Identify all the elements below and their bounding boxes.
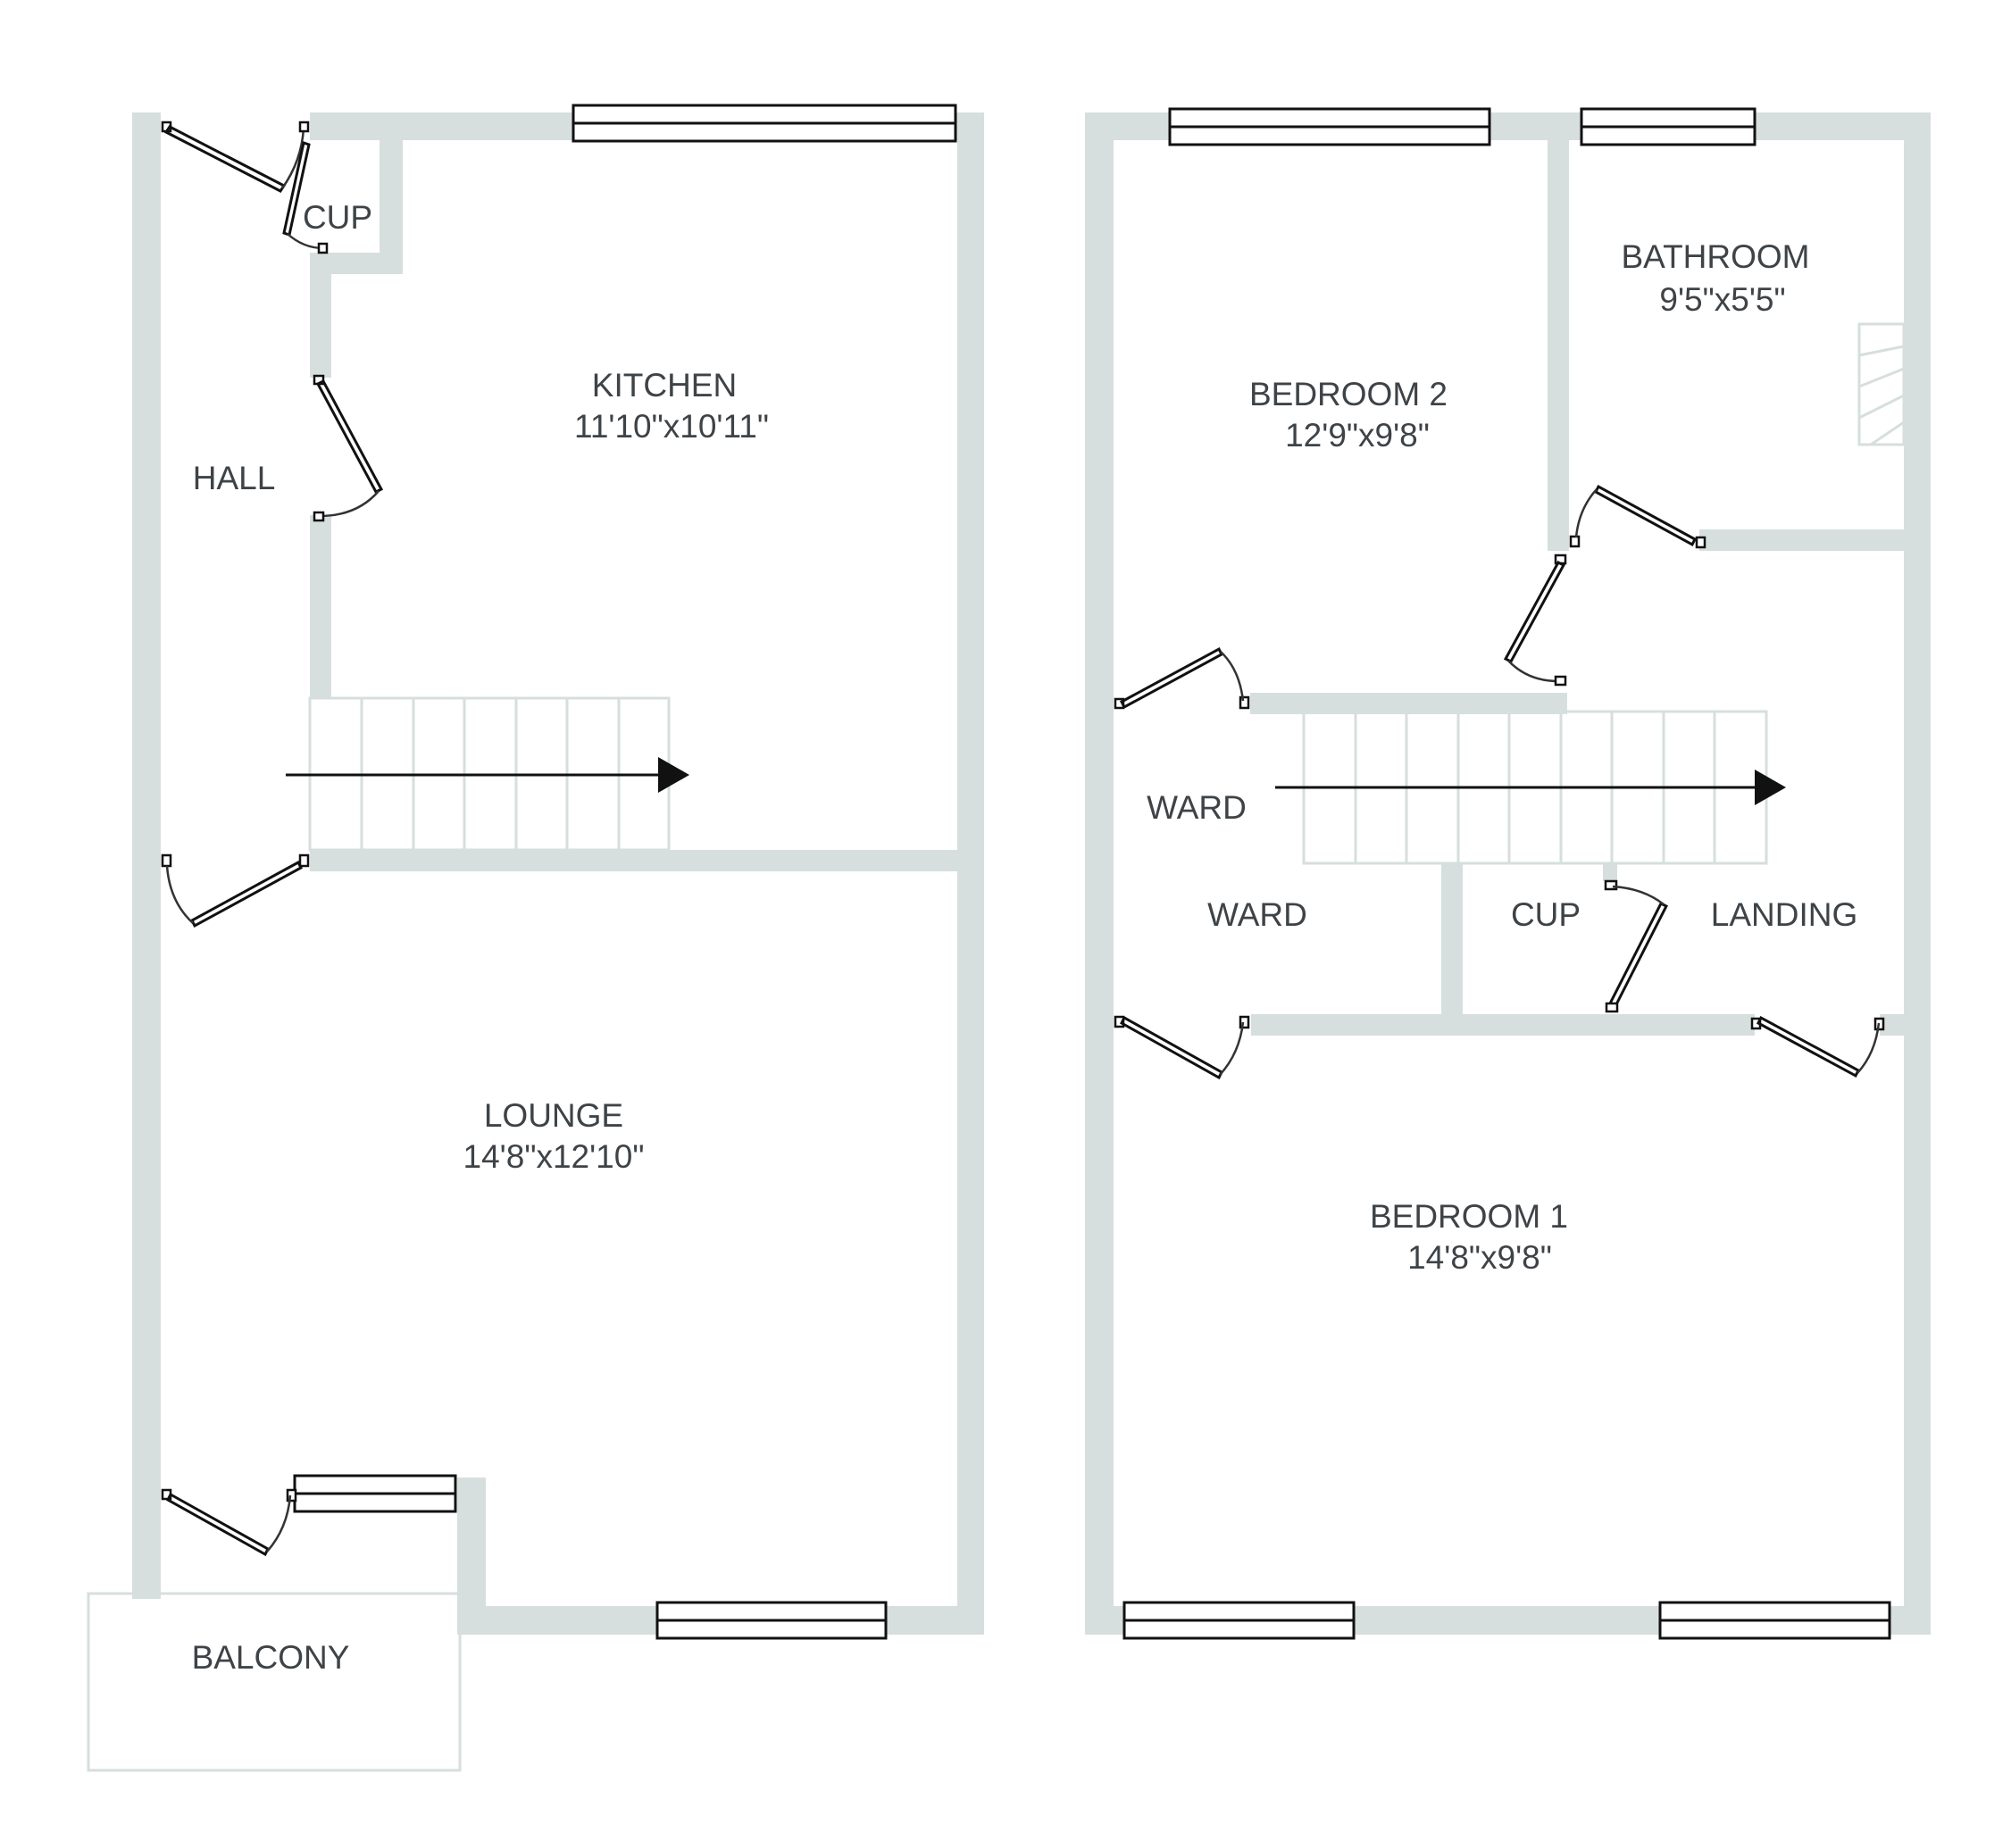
first-floor — [1085, 107, 1931, 1640]
wardrobe-door-lower — [1114, 1015, 1250, 1080]
stair-arrow-icon — [658, 757, 689, 793]
balcony-label: BALCONY — [192, 1639, 350, 1676]
wardrobe-door-upper — [1114, 646, 1250, 710]
cupboard-door-first — [1604, 879, 1669, 1013]
landing-label: LANDING — [1711, 896, 1857, 933]
cup-first-label: CUP — [1511, 896, 1581, 933]
kitchen-size: 11'10"x10'11" — [574, 408, 769, 445]
bathroom-size: 9'5"x5'5" — [1659, 281, 1785, 318]
wall — [310, 515, 331, 698]
wall — [1085, 112, 1114, 1635]
cupboard-door-ground — [282, 121, 329, 254]
ward-upper-label: WARD — [1147, 789, 1247, 826]
bedroom2-door — [1503, 554, 1567, 687]
bathroom-door — [1569, 484, 1706, 549]
bathroom-label: BATHROOM — [1621, 238, 1809, 275]
wall — [380, 140, 403, 274]
hall-label: HALL — [193, 460, 276, 496]
wall — [132, 112, 161, 1599]
wall — [310, 253, 331, 378]
bedroom1-door — [1750, 1015, 1885, 1078]
wall — [1251, 1014, 1755, 1036]
staircase-ground — [286, 696, 689, 852]
cup-ground-label: CUP — [303, 199, 372, 236]
wall — [1904, 112, 1931, 1635]
kitchen-door — [313, 374, 384, 522]
balcony-door — [161, 1488, 297, 1557]
ward-lower-label: WARD — [1207, 896, 1307, 933]
wall — [1603, 863, 1617, 881]
lounge-size: 14'8"x12'10" — [463, 1138, 645, 1175]
bedroom2-label: BEDROOM 2 — [1249, 376, 1448, 412]
lounge-label: LOUNGE — [484, 1097, 623, 1134]
balcony-outline — [87, 1592, 462, 1772]
wall — [1699, 529, 1904, 551]
wall — [1441, 863, 1463, 1015]
bedroom1-size: 14'8"x9'8" — [1407, 1239, 1552, 1276]
bedroom1-label: BEDROOM 1 — [1370, 1198, 1568, 1235]
stair-arrow-icon — [1755, 770, 1786, 805]
wall — [310, 850, 984, 871]
wall — [957, 112, 984, 1635]
bedroom2-size: 12'9"x9'8" — [1285, 417, 1430, 454]
lounge-door — [161, 853, 310, 928]
bathroom-fixture — [1857, 322, 1906, 446]
ground-floor — [87, 104, 984, 1772]
kitchen-label: KITCHEN — [592, 367, 737, 404]
wall — [1548, 140, 1569, 551]
staircase-first — [1275, 710, 1786, 865]
front-door — [161, 121, 305, 193]
